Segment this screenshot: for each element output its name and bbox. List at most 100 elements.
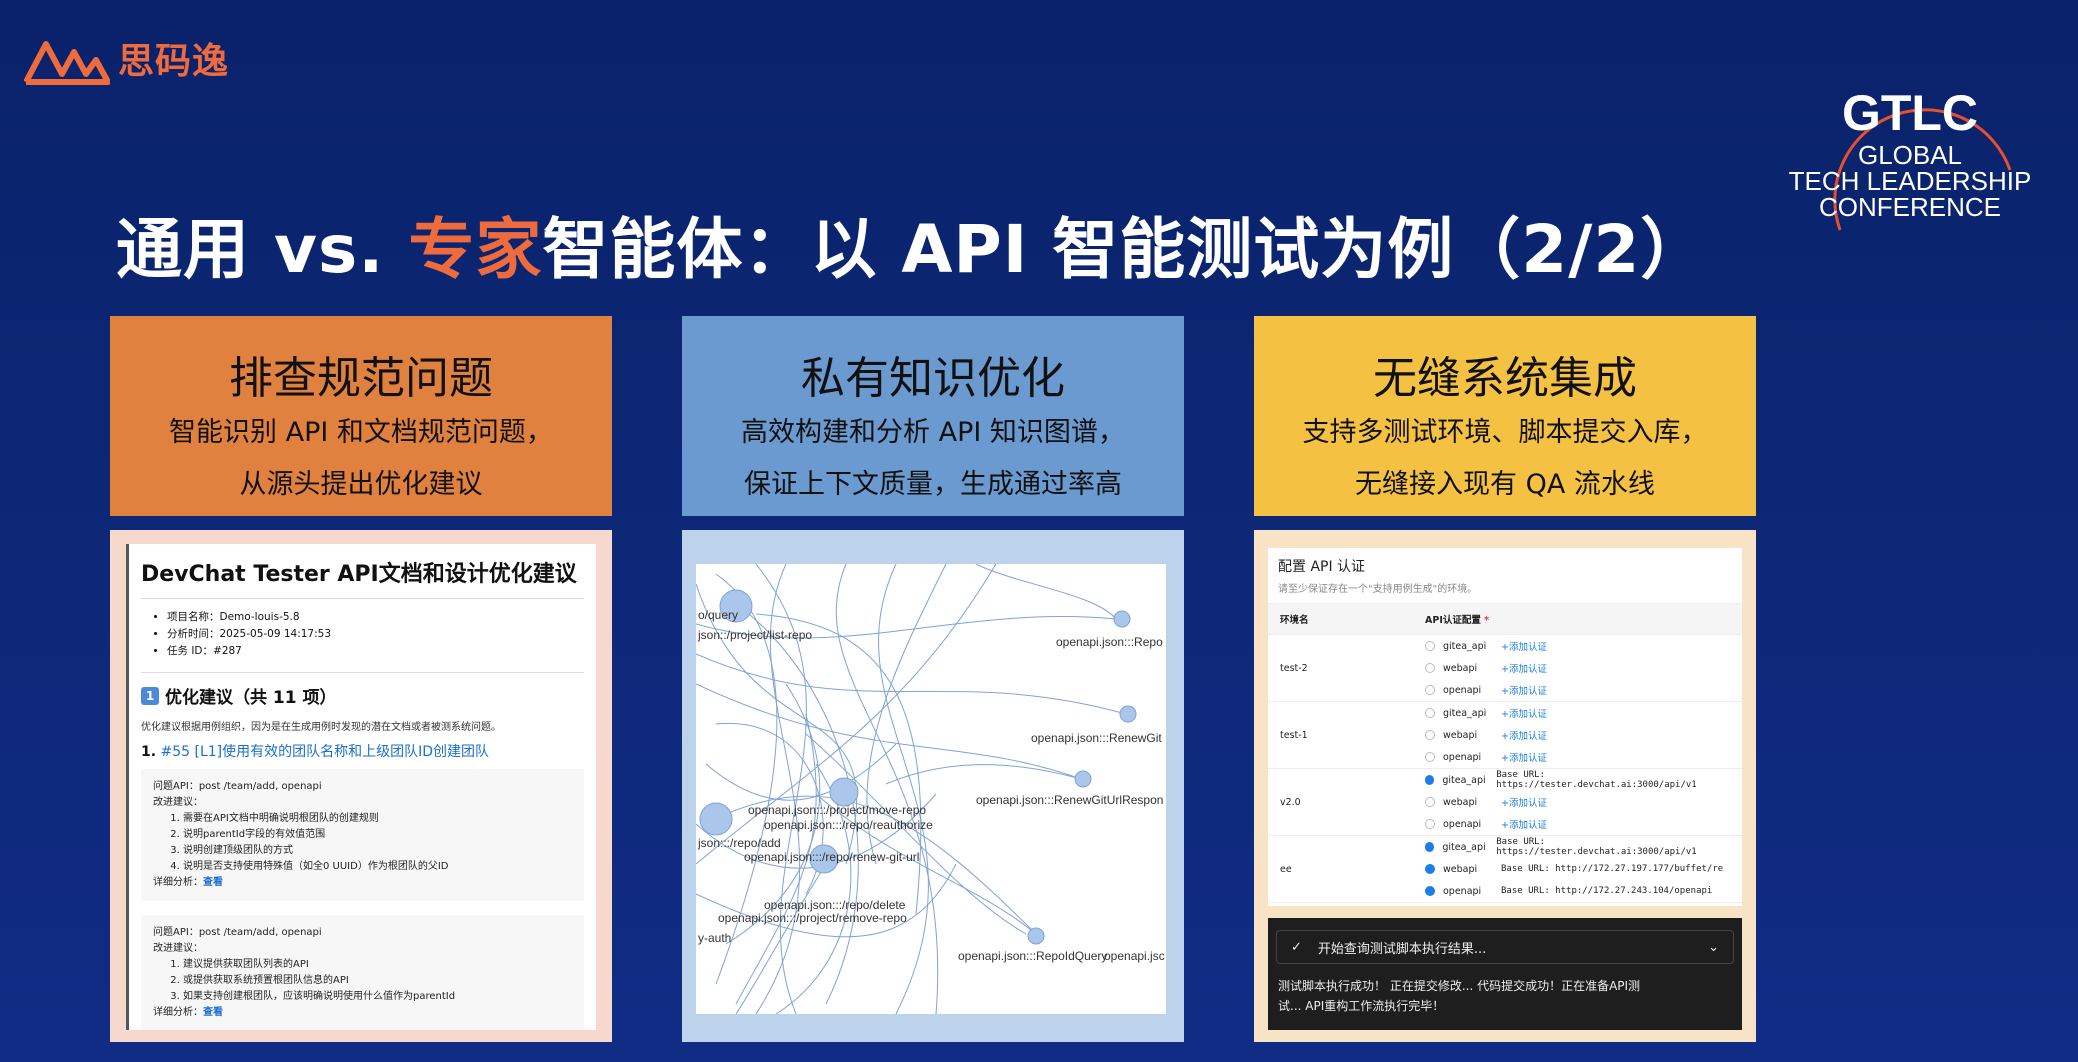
shield-check-icon[interactable] (1425, 775, 1435, 785)
card-line1: 支持多测试环境、脚本提交入库， (1302, 417, 1708, 448)
gtlc-line3: CONFERENCE (1819, 192, 2001, 222)
box-label: 改进建议： (153, 797, 203, 808)
issue-number: 1. (141, 744, 157, 760)
graph-node[interactable] (1027, 927, 1045, 945)
box-label: 改进建议： (153, 943, 203, 954)
panel-doc-suggestions: DevChat Tester API文档和设计优化建议 项目名称：Demo-lo… (110, 530, 612, 1042)
service-name: gitea_api (1442, 774, 1486, 786)
env-name: test-1 (1268, 701, 1413, 769)
view-link[interactable]: 查看 (203, 1007, 223, 1018)
service-name: gitea_api (1442, 841, 1486, 853)
graph-label: json::/project/list-repo (697, 628, 812, 642)
col-env: 环境名 (1268, 603, 1413, 635)
toggle-icon[interactable] (1425, 641, 1435, 651)
toggle-icon[interactable] (1425, 752, 1435, 762)
add-auth-link[interactable]: +添加认证 (1501, 820, 1547, 831)
toggle-icon[interactable] (1425, 730, 1435, 740)
card-line2: 保证上下文质量，生成通过率高 (744, 469, 1122, 500)
graph-node[interactable] (809, 844, 839, 874)
service-row: webapi+添加认证 (1425, 657, 1730, 679)
box-item: 需要在API文档中明确说明根团队的创建规则 (183, 811, 572, 827)
shield-check-icon[interactable] (1425, 886, 1435, 896)
env-name: v2.0 (1268, 768, 1413, 836)
view-link[interactable]: 查看 (203, 877, 223, 888)
service-row: gitea_api +添加认证 (1425, 635, 1730, 657)
brand-name: 思码逸 (118, 41, 230, 82)
gtlc-conference-logo: GTLC GLOBAL TECH LEADERSHIP CONFERENCE (1789, 85, 2031, 231)
toggle-icon[interactable] (1425, 819, 1435, 829)
service-name: openapi (1443, 885, 1482, 897)
doc-screenshot[interactable]: DevChat Tester API文档和设计优化建议 项目名称：Demo-lo… (126, 544, 596, 1030)
card-header-private-knowledge: 私有知识优化 高效构建和分析 API 知识图谱， 保证上下文质量，生成通过率高 (682, 316, 1184, 516)
doc-meta-item: 分析时间：2025-05-09 14:17:53 (167, 626, 584, 643)
graph-node[interactable] (829, 777, 859, 807)
env-name: ee (1268, 835, 1413, 903)
graph-label: openapi.json:::RenewGitUrlRespon (976, 793, 1163, 807)
add-auth-link[interactable]: +添加认证 (1501, 642, 1547, 653)
panel-system-integration: 配置 API 认证 请至少保证存在一个"支持用例生成"的环境。 环境名 API认… (1254, 530, 1756, 1042)
service-name: webapi (1443, 796, 1478, 808)
box-api: 问题API：post /team/add, openapi (153, 927, 322, 938)
chevron-down-icon[interactable]: ⌄ (1708, 939, 1719, 955)
box-item: 说明创建顶级团队的方式 (183, 843, 572, 859)
service-name: gitea_api (1443, 707, 1487, 719)
box-item: 或提供获取系统预置根团队信息的API (183, 973, 572, 989)
toggle-icon[interactable] (1425, 663, 1435, 673)
graph-label: openapi.json:::/repo/delete (764, 898, 906, 912)
graph-labels: o/query json::/project/list-repo openapi… (697, 608, 1165, 963)
graph-node[interactable] (1074, 770, 1092, 788)
service-row: gitea_api +添加认证 (1425, 702, 1730, 724)
box-item: 说明parentId字段的有效值范围 (183, 827, 572, 843)
issue-heading[interactable]: 1. #55 [L1]使用有效的团队名称和上级团队ID创建团队 (141, 741, 584, 761)
base-url: Base URL: https://tester.devchat.ai:3000… (1496, 770, 1697, 790)
terminal-status-bar[interactable]: ✓ 开始查询测试脚本执行结果... ⌄ (1276, 930, 1734, 964)
service-row: openapi +添加认证 (1425, 813, 1730, 835)
graph-node[interactable] (719, 589, 753, 623)
add-auth-link[interactable]: +添加认证 (1501, 798, 1547, 809)
graph-label: openapi.json:::/project/move-repo (748, 803, 926, 817)
box-detail: 详细分析：查看 (153, 1005, 572, 1021)
graph-node[interactable] (699, 802, 733, 836)
doc-meta-list: 项目名称：Demo-louis-5.8 分析时间：2025-05-09 14:1… (167, 609, 584, 660)
graph-label: openapi.json:::RenewGit (1031, 731, 1162, 745)
env-name: test-2 (1268, 634, 1413, 702)
auth-title: 配置 API 认证 (1278, 559, 1366, 575)
auth-config-panel: 配置 API 认证 请至少保证存在一个"支持用例生成"的环境。 环境名 API认… (1268, 548, 1742, 906)
add-auth-link[interactable]: +添加认证 (1501, 753, 1547, 764)
section-number-badge: 1 (141, 686, 159, 705)
base-url: Base URL: http://172.27.243.104/openapi (1501, 886, 1713, 896)
shield-check-icon[interactable] (1425, 842, 1435, 852)
service-row: openapi Base URL: http://172.27.243.104/o… (1425, 880, 1730, 902)
shield-check-icon[interactable] (1425, 864, 1435, 874)
issue-title: #55 [L1]使用有效的团队名称和上级团队ID创建团队 (160, 744, 490, 760)
log-line: 测试脚本执行成功！ 正在提交修改... 代码提交成功！正在准备API测 (1278, 979, 1641, 993)
section-label: 优化建议（共 11 项） (165, 688, 337, 708)
card-line2: 从源头提出优化建议 (239, 469, 483, 500)
toggle-icon[interactable] (1425, 708, 1435, 718)
service-name: gitea_api (1443, 640, 1487, 652)
mountain-logo-icon (24, 41, 110, 85)
box-items: 建议提供获取团队列表的API 或提供获取系统预置根团队信息的API 如果支持创建… (183, 957, 572, 1005)
box-api: 问题API：post /team/add, openapi (153, 781, 322, 792)
add-auth-link[interactable]: +添加认证 (1501, 664, 1547, 675)
col-cfg: API认证配置 * (1413, 603, 1742, 635)
add-auth-link[interactable]: +添加认证 (1501, 731, 1547, 742)
knowledge-graph[interactable]: o/query json::/project/list-repo openapi… (696, 564, 1166, 1014)
graph-label: openapi.json:::Repo (1056, 635, 1163, 649)
graph-node[interactable] (1113, 610, 1131, 628)
add-auth-link[interactable]: +添加认证 (1501, 686, 1547, 697)
toggle-icon[interactable] (1425, 685, 1435, 695)
graph-node[interactable] (1119, 705, 1137, 723)
add-auth-link[interactable]: +添加认证 (1501, 709, 1547, 720)
card-heading: 排查规范问题 (229, 353, 493, 404)
toggle-icon[interactable] (1425, 797, 1435, 807)
graph-label: openapi.json:::RepoIdQuery (958, 949, 1107, 963)
service-name: openapi (1443, 818, 1482, 830)
env-services: gitea_api Base URL: https://tester.devcha… (1413, 768, 1742, 836)
